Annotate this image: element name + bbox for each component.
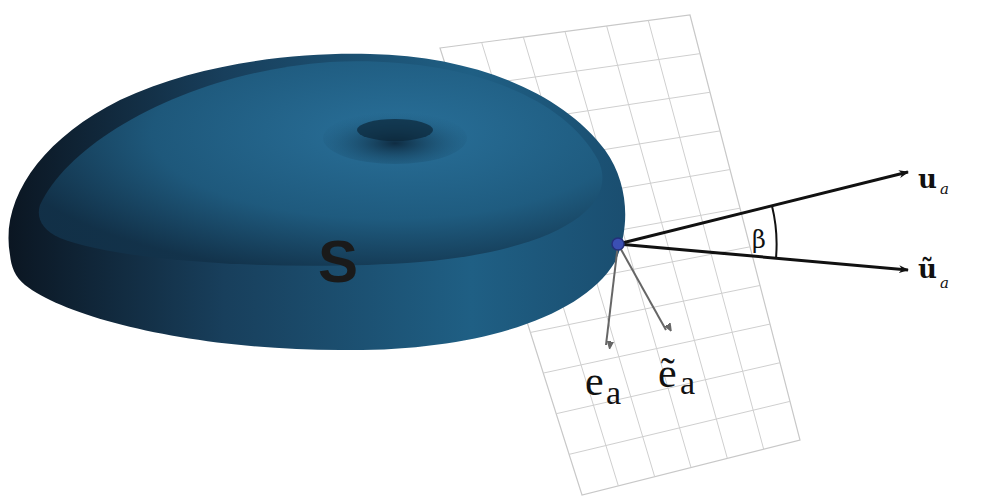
vector-label: ũ (918, 256, 937, 282)
vector-label: u (918, 166, 937, 192)
torus-hole (323, 112, 467, 164)
basis-arrow (606, 244, 618, 345)
basis-label: e (585, 360, 604, 402)
surface-name: S (318, 232, 358, 292)
basis-arrow (618, 244, 666, 330)
subscript: a (606, 376, 621, 410)
subscript: a (940, 276, 949, 291)
surface-point (612, 238, 624, 250)
subscript: a (680, 366, 695, 400)
angle-arc (772, 206, 777, 258)
torus-body (8, 54, 625, 350)
basis-label: ẽ (658, 352, 677, 394)
angle-label: β (752, 228, 766, 252)
subscript: a (940, 182, 949, 197)
torus-hole-core (357, 119, 433, 141)
